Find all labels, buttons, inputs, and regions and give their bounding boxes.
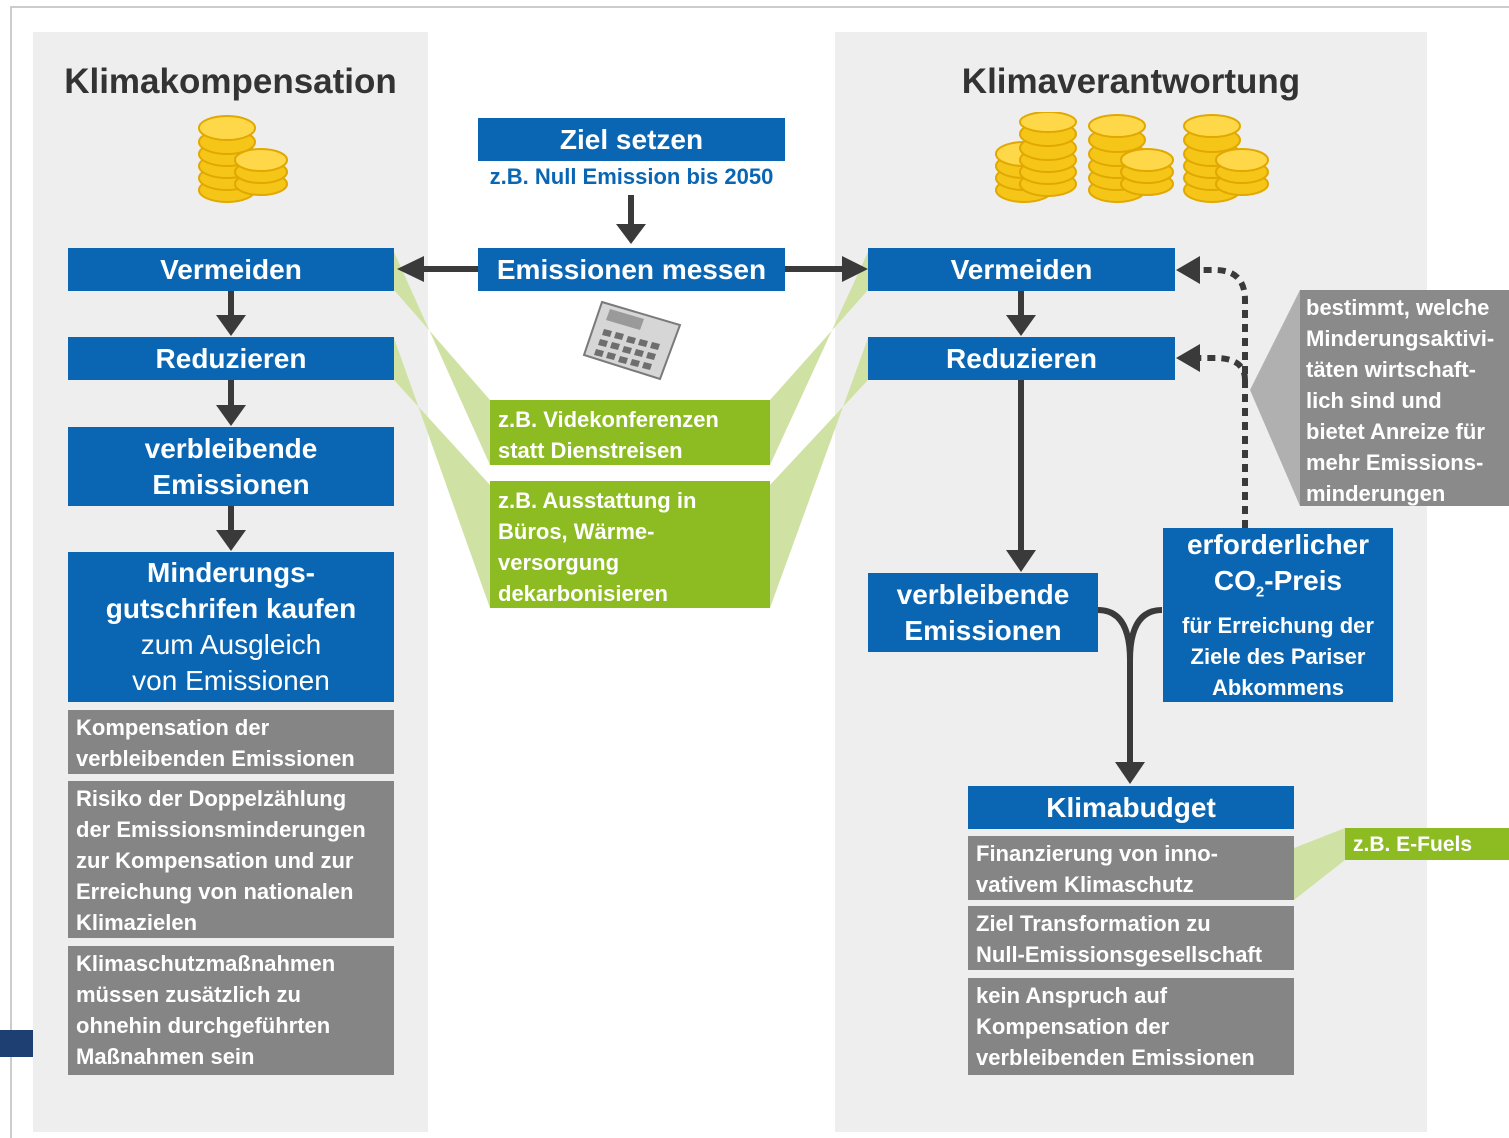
callout-line: Minderungsaktivi- [1306, 326, 1495, 351]
green-line: z.B. Videkonferenzen [498, 407, 719, 432]
note-line: zur Kompensation und zur [76, 848, 354, 873]
right-vermeiden-box: Vermeiden [868, 248, 1175, 291]
co2-preis-box: erforderlicher CO2-Preis für Erreichung … [1163, 528, 1393, 702]
right-verbleibende-line1: verbleibende [896, 578, 1070, 610]
arrow-to-budget-head [1115, 762, 1145, 784]
right-note-transformation: Ziel Transformation zu Null-Emissionsges… [968, 906, 1294, 970]
left-kaufen-box: Minderungs- gutschrifen kaufen zum Ausgl… [68, 552, 394, 702]
co2-subscript: 2 [1255, 583, 1265, 601]
right-note-anspruch: kein Anspruch auf Kompensation der verbl… [968, 978, 1294, 1075]
right-verbleibende-line2: Emissionen [904, 614, 1062, 646]
frame-accent [0, 1030, 33, 1057]
emissionen-messen-box: Emissionen messen [478, 248, 785, 291]
note-line: verbleibenden Emissionen [76, 746, 355, 771]
green-example-ausstattung: z.B. Ausstattung in Büros, Wärme- versor… [490, 481, 770, 608]
frame-line-left [10, 6, 12, 1138]
green-example-videokonferenzen: z.B. Videkonferenzen statt Dienstreisen [490, 400, 770, 465]
arrow-ziel-messen-head [616, 224, 646, 244]
klimabudget-box: Klimabudget [968, 786, 1294, 829]
arrow-l-r-e-head [216, 405, 246, 426]
coins-icon [198, 115, 288, 203]
note-line: ohnehin durchgeführten [76, 1013, 331, 1038]
left-note-zusaetzlich: Klimaschutzmaßnahmen müssen zusätzlich z… [68, 946, 394, 1075]
note-line: kein Anspruch auf [976, 983, 1168, 1008]
right-title: Klimaverantwortung [961, 62, 1301, 101]
co2-text: CO [1213, 564, 1256, 596]
left-title: Klimakompensation [64, 62, 397, 101]
arrow-r-v-r-head [1006, 315, 1036, 336]
note-line: müssen zusätzlich zu [76, 982, 301, 1007]
callout-pointer [1250, 290, 1300, 506]
note-line: Ziel Transformation zu [976, 911, 1211, 936]
note-line: verbleibenden Emissionen [976, 1045, 1255, 1070]
left-note-kompensation: Kompensation der verbleibenden Emissione… [68, 710, 394, 774]
callout-line: minderungen [1306, 481, 1446, 506]
callout-line: bestimmt, welche [1306, 295, 1490, 320]
green-line: statt Dienstreisen [498, 438, 683, 463]
callout-line: mehr Emissions- [1306, 450, 1484, 475]
dotted-heads [1176, 256, 1200, 372]
funnel-shapes [394, 252, 1345, 900]
left-kaufen-line4: von Emissionen [132, 665, 330, 696]
funnel-efuels [1294, 828, 1345, 900]
note-line: Maßnahmen sein [76, 1044, 255, 1069]
funnel-left-lower [394, 338, 490, 608]
arrow-messen-right-head [842, 256, 868, 282]
co2-line2: CO2-Preis [1214, 563, 1342, 611]
note-line: Null-Emissionsgesellschaft [976, 942, 1263, 967]
co2-line1: erforderlicher [1186, 528, 1370, 560]
green-line: versorgung [498, 550, 620, 575]
note-line: Klimaschutzmaßnahmen [76, 951, 336, 976]
co2-callout: bestimmt, welche Minderungsaktivi- täten… [1300, 290, 1509, 506]
note-line: Klimazielen [76, 910, 198, 935]
green-line: dekarbonisieren [498, 581, 668, 606]
frame-line-top [10, 6, 1509, 8]
callout-line: bietet Anreize für [1306, 419, 1485, 444]
arrow-l-v-r-head [216, 315, 246, 336]
left-vermeiden-box: Vermeiden [68, 248, 394, 291]
left-verbleibende-line1: verbleibende [144, 432, 318, 464]
callout-line: lich sind und [1306, 388, 1442, 413]
left-kaufen-line3: zum Ausgleich [140, 629, 322, 660]
note-line: der Emissionsminderungen [76, 817, 366, 842]
co2-line4: Ziele des Pariser [1190, 644, 1366, 670]
green-example-efuels: z.B. E-Fuels [1345, 828, 1509, 860]
right-note-finanzierung: Finanzierung von inno- vativem Klimaschu… [968, 836, 1294, 900]
funnel-right-lower [770, 338, 868, 608]
note-line: Risiko der Doppelzählung [76, 786, 347, 811]
note-line: Kompensation der [976, 1014, 1170, 1039]
note-line: vativem Klimaschutz [976, 872, 1194, 897]
left-kaufen-line2: gutschrifen kaufen [105, 593, 357, 624]
arrow-messen-left-head [397, 256, 424, 282]
coins-icon [995, 112, 1269, 203]
left-note-risiko: Risiko der Doppelzählung der Emissionsmi… [68, 781, 394, 938]
arrow-l-e-k-head [216, 530, 246, 551]
callout-line: täten wirtschaft- [1306, 357, 1476, 382]
arrows [216, 195, 1163, 784]
co2-line5: Abkommens [1211, 675, 1345, 701]
ziel-setzen-box: Ziel setzen [478, 118, 785, 161]
right-verbleibende-box: verbleibende Emissionen [868, 573, 1098, 652]
preis-text: -Preis [1264, 564, 1343, 596]
left-verbleibende-box: verbleibende Emissionen [68, 427, 394, 506]
right-reduzieren-box: Reduzieren [868, 337, 1175, 380]
co2-line3: für Erreichung der [1182, 613, 1374, 639]
green-line: Büros, Wärme- [498, 519, 655, 544]
funnel-left-upper [394, 252, 490, 465]
note-line: Finanzierung von inno- [976, 841, 1218, 866]
ziel-setzen-subtitle: z.B. Null Emission bis 2050 [489, 164, 774, 189]
left-kaufen-line1: Minderungs- [147, 557, 315, 588]
note-line: Erreichung von nationalen [76, 879, 354, 904]
calculator-icon [582, 300, 682, 381]
left-verbleibende-line2: Emissionen [152, 468, 310, 500]
note-line: Kompensation der [76, 715, 270, 740]
funnel-right-upper [770, 252, 868, 465]
green-line: z.B. Ausstattung in [498, 488, 697, 513]
dotted-feedback [1198, 267, 1248, 528]
left-reduzieren-box: Reduzieren [68, 337, 394, 380]
arrow-r-r-e-head [1006, 550, 1036, 572]
